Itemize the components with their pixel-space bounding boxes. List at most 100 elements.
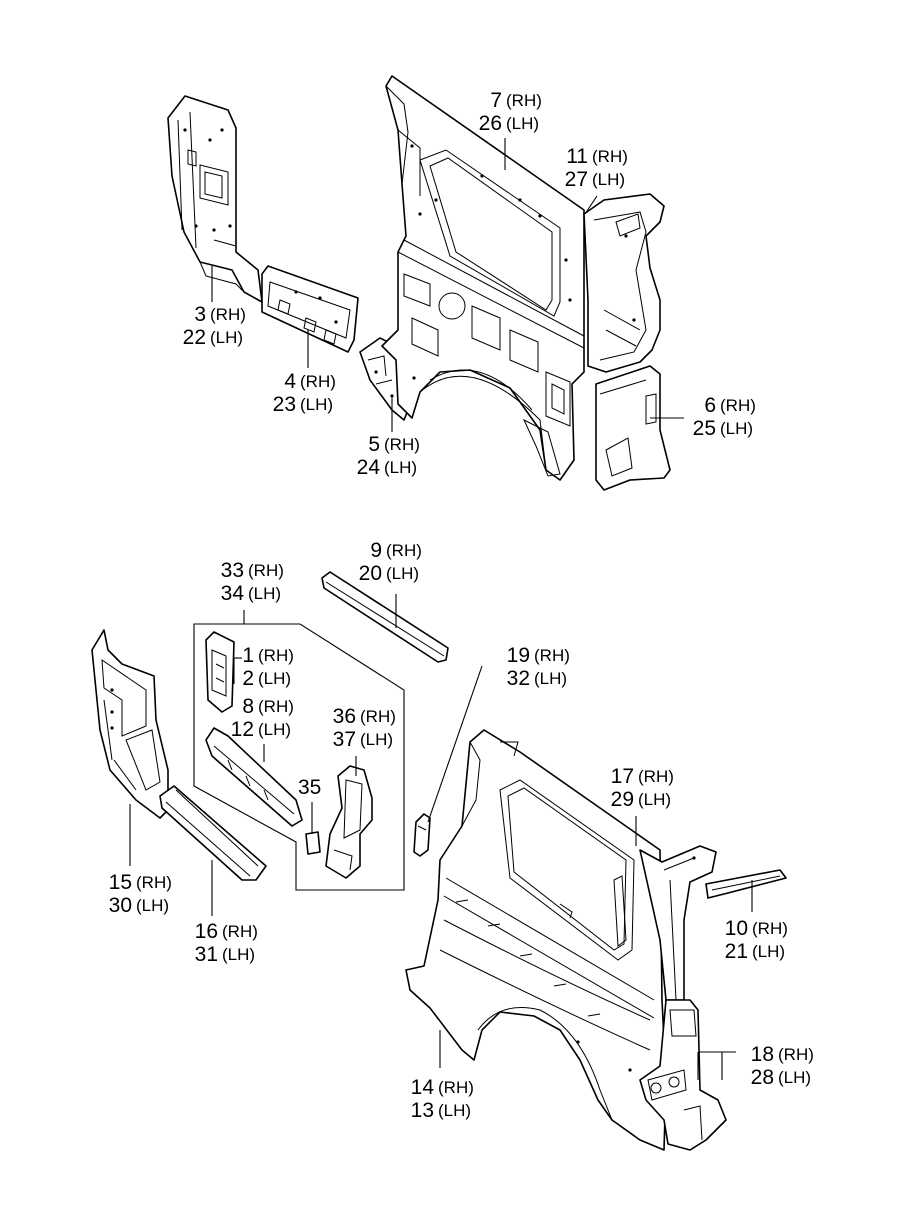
part-36-lower-bracket (325, 765, 373, 879)
callout-side-suffix: (LH) (222, 945, 255, 964)
callout-3: 3(RH)22(LH) (183, 303, 246, 349)
callout-side-suffix: (LH) (752, 942, 785, 961)
callout-number: 34 (221, 582, 245, 605)
callout-side-suffix: (RH) (300, 372, 336, 391)
callout-number: 22 (183, 326, 206, 349)
callout-side-suffix: (LH) (386, 564, 419, 583)
part-10-rail-piece (705, 869, 787, 899)
callout-number: 12 (231, 718, 254, 741)
callout-side-suffix: (LH) (720, 419, 753, 438)
part-6-rear-lower-panel (595, 365, 671, 491)
part-17-rear-pillar-outer (639, 845, 717, 1001)
callout-number: 25 (693, 417, 716, 440)
callout-number: 30 (109, 894, 132, 917)
callout-number: 17 (611, 765, 634, 788)
callout-number: 36 (333, 705, 356, 728)
part-8-reinforcement (205, 727, 303, 827)
callout-6: 6(RH)25(LH) (693, 394, 756, 440)
callout-side-suffix: (LH) (210, 328, 243, 347)
callout-labels: 7(RH)26(LH)11(RH)27(LH)3(RH)22(LH)4(RH)2… (109, 89, 814, 1122)
callout-side-suffix: (RH) (534, 646, 570, 665)
callout-side-suffix: (LH) (534, 669, 567, 688)
callout-number: 23 (273, 393, 296, 416)
callout-side-suffix: (RH) (638, 767, 674, 786)
callout-number: 1 (242, 644, 254, 667)
callout-number: 4 (284, 370, 296, 393)
callout-number: 7 (490, 89, 502, 112)
part-9-roof-rail-strip (321, 571, 449, 663)
callout-number: 32 (507, 667, 530, 690)
callout-number: 11 (566, 145, 588, 168)
callout-9: 9(RH)20(LH) (359, 539, 422, 585)
bracket-outline-33 (193, 623, 405, 891)
callout-side-suffix: (LH) (258, 669, 291, 688)
callout-number: 28 (751, 1066, 774, 1089)
part-7-inner-side-panel (381, 75, 585, 481)
callout-number: 8 (242, 695, 254, 718)
callout-side-suffix: (RH) (592, 147, 628, 166)
leader-lines (129, 138, 753, 1080)
callout-number: 18 (751, 1043, 774, 1066)
callout-number: 13 (411, 1099, 434, 1122)
callout-18: 18(RH)28(LH) (751, 1043, 814, 1089)
callout-side-suffix: (RH) (506, 91, 542, 110)
callout-8: 8(RH)12(LH) (231, 695, 294, 741)
callout-17: 17(RH)29(LH) (611, 765, 674, 811)
callout-33: 33(RH)34(LH) (221, 559, 284, 605)
callout-side-suffix: (RH) (248, 561, 284, 580)
callout-number: 31 (195, 943, 218, 966)
part-4-bracket-plate (261, 265, 359, 353)
callout-side-suffix: (RH) (136, 873, 172, 892)
callout-11: 11(RH)27(LH) (565, 145, 628, 191)
callout-number: 10 (725, 917, 748, 940)
part-3-inner-pillar-panel (167, 95, 263, 303)
callout-side-suffix: (RH) (258, 646, 294, 665)
callout-number: 35 (298, 776, 321, 799)
part-11-rear-upper-pillar (583, 193, 665, 373)
callout-14: 14(RH)13(LH) (411, 1076, 474, 1122)
callout-number: 19 (507, 644, 530, 667)
part-16-sill-reinforcement (159, 785, 267, 881)
callout-side-suffix: (RH) (386, 541, 422, 560)
callout-side-suffix: (LH) (248, 584, 281, 603)
callout-19: 19(RH)32(LH) (507, 644, 570, 690)
callout-number: 27 (565, 168, 588, 191)
callout-number: 2 (242, 667, 254, 690)
callout-number: 29 (611, 788, 634, 811)
callout-side-suffix: (RH) (438, 1078, 474, 1097)
callout-side-suffix: (RH) (360, 707, 396, 726)
callout-10: 10(RH)21(LH) (725, 917, 788, 963)
callout-side-suffix: (LH) (258, 720, 291, 739)
callout-number: 37 (333, 728, 356, 751)
callout-side-suffix: (LH) (638, 790, 671, 809)
callout-side-suffix: (RH) (210, 305, 246, 324)
callout-number: 3 (194, 303, 206, 326)
callout-side-suffix: (LH) (384, 458, 417, 477)
callout-side-suffix: (RH) (752, 919, 788, 938)
callout-36: 36(RH)37(LH) (333, 705, 396, 751)
callout-side-suffix: (LH) (592, 170, 625, 189)
part-18-rear-corner (639, 999, 727, 1151)
callout-side-suffix: (LH) (136, 896, 169, 915)
callout-number: 14 (411, 1076, 435, 1099)
callout-7: 7(RH)26(LH) (479, 89, 542, 135)
callout-5: 5(RH)24(LH) (357, 433, 420, 479)
callout-side-suffix: (RH) (720, 396, 756, 415)
part-1-bracket (205, 631, 235, 713)
part-14-quarter-outer-panel (405, 729, 667, 1151)
callout-16: 16(RH)31(LH) (195, 920, 258, 966)
part-35-clip (305, 831, 321, 855)
part-15-inner-lower-pillar (91, 629, 169, 819)
callout-number: 33 (221, 559, 244, 582)
callout-side-suffix: (LH) (778, 1068, 811, 1087)
callout-number: 6 (704, 394, 716, 417)
callout-side-suffix: (RH) (778, 1045, 814, 1064)
callout-4: 4(RH)23(LH) (273, 370, 336, 416)
callout-number: 5 (368, 433, 380, 456)
callout-side-suffix: (LH) (360, 730, 393, 749)
callout-side-suffix: (LH) (300, 395, 333, 414)
callout-number: 16 (195, 920, 218, 943)
callout-side-suffix: (RH) (222, 922, 258, 941)
